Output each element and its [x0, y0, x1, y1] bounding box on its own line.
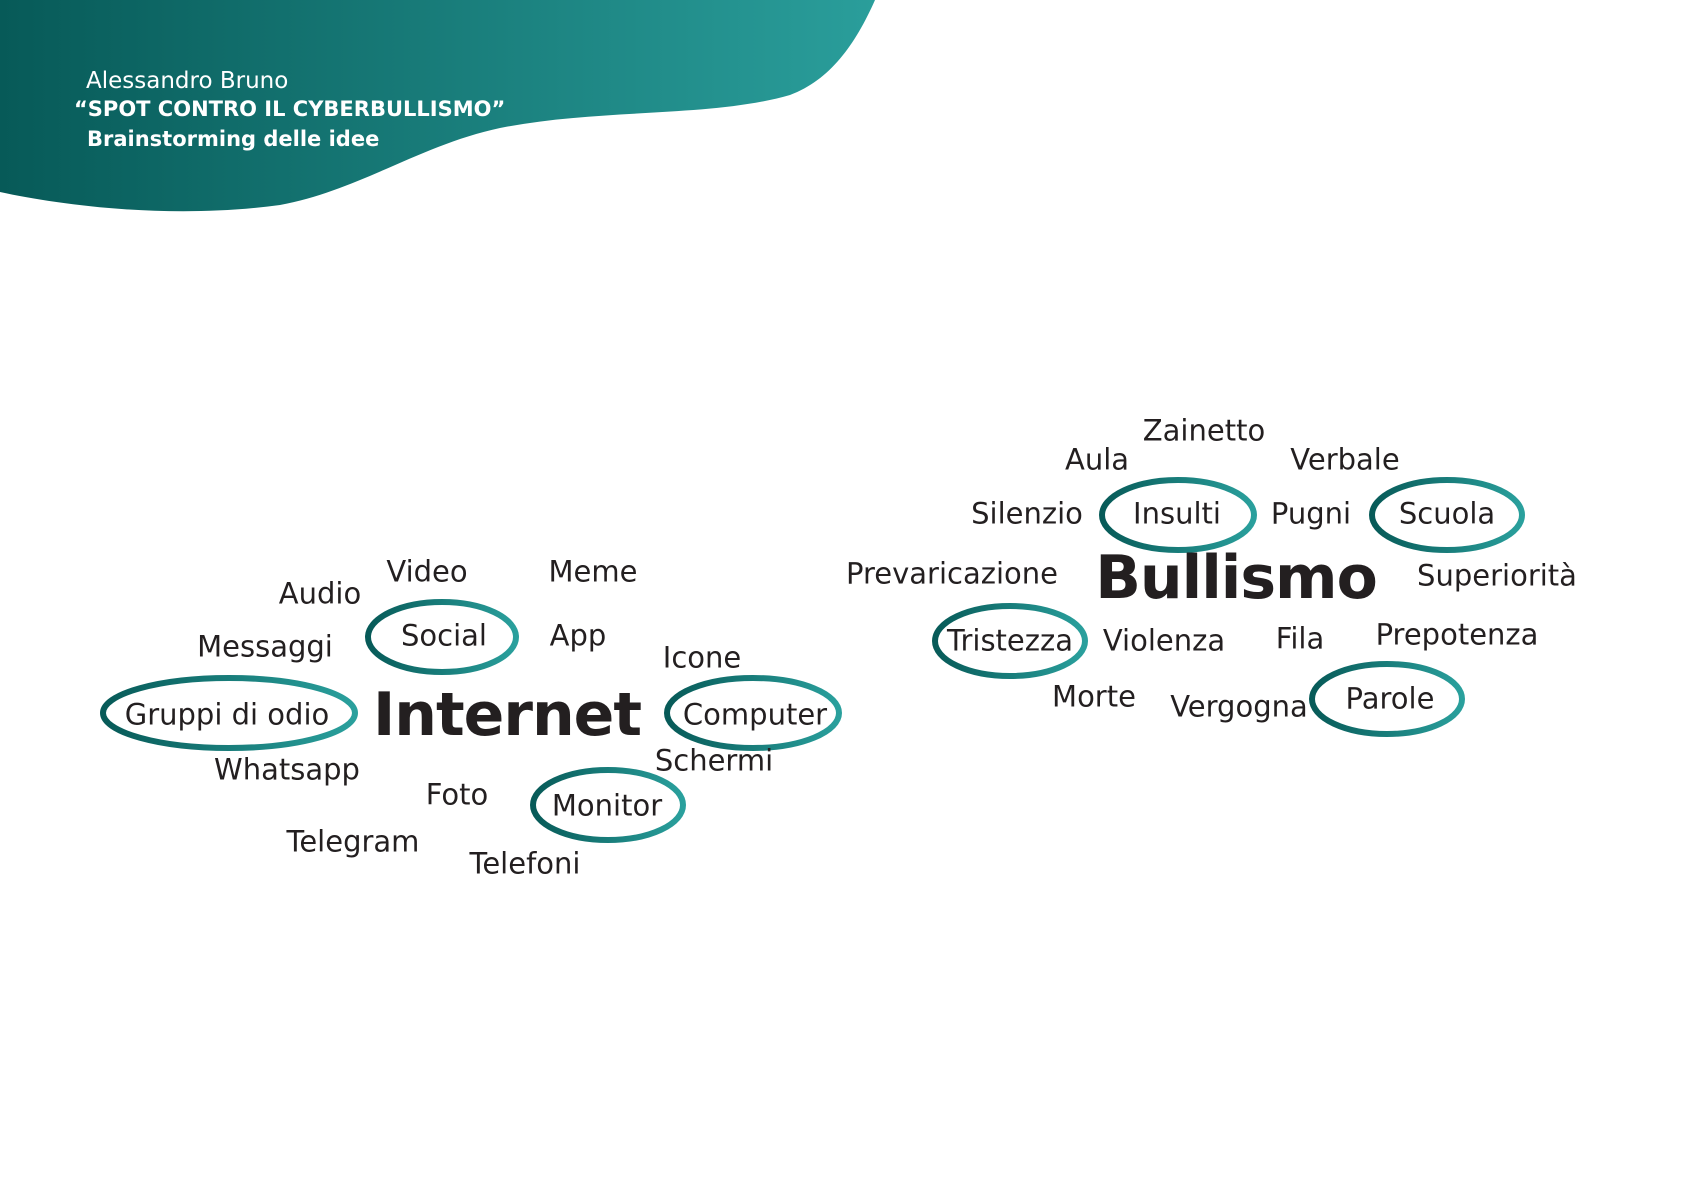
author-name: Alessandro Bruno	[86, 68, 289, 94]
ellipse-computer	[664, 675, 842, 751]
word-video: Video	[386, 554, 468, 589]
word-monitor: Monitor	[551, 788, 663, 823]
project-subtitle: Brainstorming delle idee	[87, 127, 380, 151]
word-prevaricazione: Prevaricazione	[846, 556, 1058, 591]
word-audio: Audio	[278, 576, 362, 611]
ellipse-gruppi-di-odio	[100, 675, 358, 751]
ellipse-scuola	[1369, 477, 1525, 553]
word-verbale: Verbale	[1290, 442, 1400, 477]
word-superiorita: Superiorità	[1417, 558, 1577, 593]
word-foto: Foto	[425, 777, 489, 812]
word-social: Social	[401, 618, 487, 653]
ellipse-social	[365, 599, 519, 675]
hub-bullismo: Bullismo	[1095, 543, 1378, 613]
word-app: App	[549, 618, 607, 653]
project-title: “SPOT CONTRO IL CYBERBULLISMO”	[74, 97, 506, 121]
hub-internet: Internet	[372, 680, 642, 750]
header-wave	[0, 0, 875, 212]
word-vergogna: Vergogna	[1170, 689, 1308, 724]
word-fila: Fila	[1275, 621, 1325, 656]
word-insulti: Insulti	[1133, 496, 1221, 531]
word-telegram: Telegram	[286, 824, 420, 859]
word-computer: Computer	[682, 697, 828, 732]
word-tristezza: Tristezza	[947, 623, 1073, 658]
word-morte: Morte	[1052, 679, 1136, 714]
word-meme: Meme	[548, 554, 638, 589]
word-scuola: Scuola	[1398, 496, 1496, 531]
word-icone: Icone	[662, 640, 742, 675]
word-prepotenza: Prepotenza	[1375, 617, 1539, 652]
ellipse-insulti	[1099, 477, 1257, 553]
word-gruppi-di-odio: Gruppi di odio	[124, 697, 330, 732]
word-silenzio: Silenzio	[971, 496, 1083, 531]
word-messaggi: Messaggi	[197, 629, 333, 664]
word-whatsapp: Whatsapp	[214, 752, 360, 787]
word-parole: Parole	[1345, 681, 1435, 716]
ellipse-monitor	[530, 767, 686, 843]
word-aula: Aula	[1064, 442, 1130, 477]
ellipse-parole	[1309, 661, 1465, 737]
word-telefoni: Telefoni	[469, 846, 581, 881]
word-violenza: Violenza	[1102, 623, 1226, 658]
ellipse-tristezza	[932, 603, 1088, 679]
word-zainetto: Zainetto	[1142, 413, 1266, 448]
word-schermi: Schermi	[654, 743, 774, 778]
word-pugni: Pugni	[1270, 496, 1352, 531]
